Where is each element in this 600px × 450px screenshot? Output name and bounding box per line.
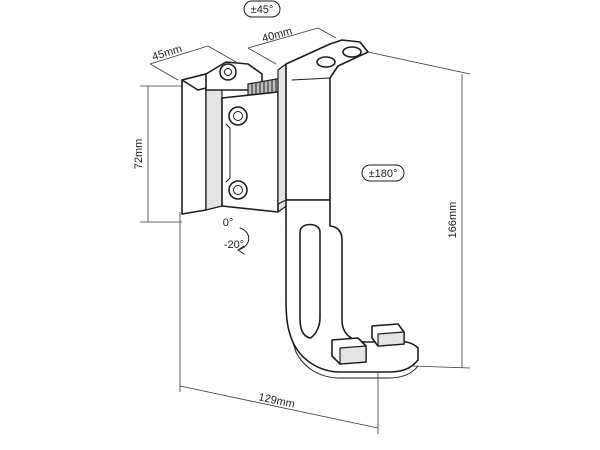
front-bolt-top: [228, 106, 248, 126]
label-dim-40: 40mm: [261, 25, 294, 45]
dim-129-line: [179, 385, 379, 429]
arm-upper-side: [277, 63, 287, 205]
dim-40-ext-left: [247, 47, 277, 65]
wall-plate-side: [205, 73, 223, 211]
cradle-edge: [291, 77, 331, 81]
cradle-slot-left: [316, 56, 336, 68]
dim-40-line: [247, 27, 319, 49]
front-bolt-bottom: [228, 180, 248, 200]
arm-lower-slot: [299, 223, 321, 339]
arm-lower-edge: [291, 339, 419, 379]
foot-pad-left-shade: [339, 345, 367, 365]
dimension-lines: [140, 27, 471, 434]
label-dim-129: 129mm: [257, 391, 295, 410]
label-swivel: ±180°: [369, 168, 398, 180]
label-dim-72: 72mm: [133, 139, 145, 170]
dim-166-ext-bottom: [411, 365, 471, 369]
dim-45-ext-left: [149, 63, 179, 81]
label-tilt-top: ±45°: [251, 4, 274, 16]
wall-plate-front: [181, 73, 207, 215]
tilt-arrow: [237, 227, 250, 251]
hinge-bolt: [219, 63, 237, 81]
label-tilt-down: -20°: [224, 239, 244, 251]
front-bolt-top-inner: [233, 111, 243, 121]
dim-45-line: [149, 45, 209, 65]
hinge-knurl-lines: [251, 78, 277, 98]
label-dim-45: 45mm: [151, 43, 184, 63]
front-plate-slot: [225, 123, 231, 183]
tilt-arrow-head: [237, 245, 245, 255]
vertical-arm: [277, 39, 419, 379]
cradle-slot-right: [342, 46, 362, 58]
dim-40-ext-right: [317, 27, 337, 39]
dim-45-ext-right: [207, 45, 237, 63]
hinge-bolt-center: [224, 68, 232, 76]
dim-166-ext-top: [367, 51, 471, 75]
label-tilt-up: 0°: [223, 217, 234, 229]
wall-plate: [181, 73, 223, 215]
tilt-top-badge: [243, 0, 281, 18]
foot-pads: [331, 323, 405, 365]
foot-pad-right-shade: [377, 331, 405, 347]
front-bolt-bottom-inner: [233, 185, 243, 195]
label-dim-166: 166mm: [447, 202, 459, 239]
swivel-badge: [361, 164, 405, 182]
